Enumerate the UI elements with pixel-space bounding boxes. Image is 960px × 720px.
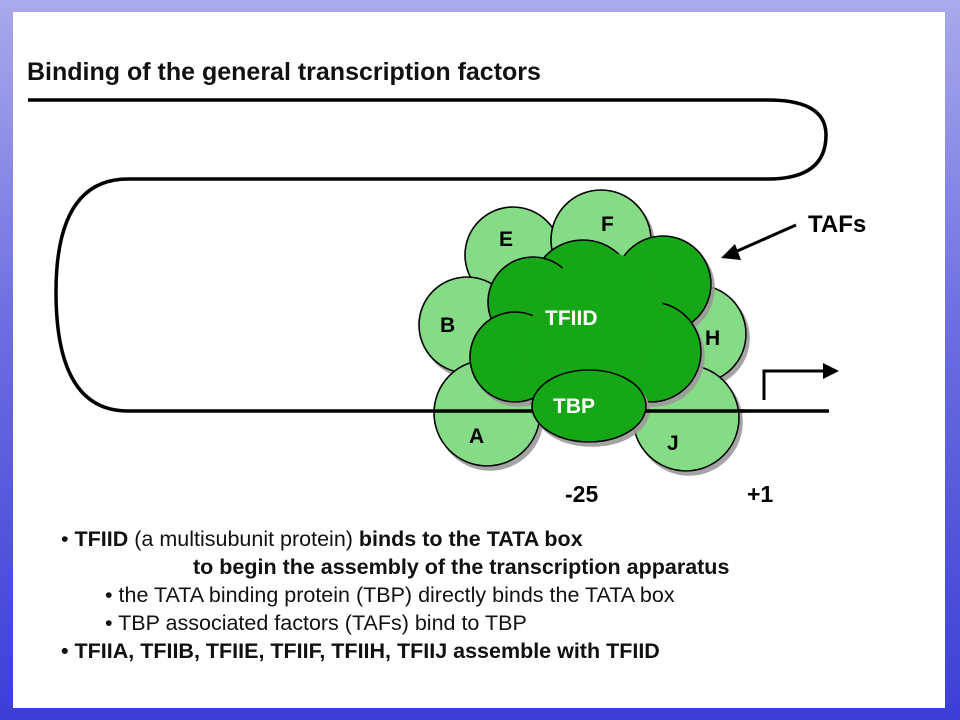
sub-bullet-tbp: • the TATA binding protein (TBP) directl…	[105, 583, 675, 607]
slide: Binding of the general transcription fac…	[13, 12, 945, 708]
label-tafs: TAFs	[808, 211, 866, 238]
bullet-assembly-text: TFIIA, TFIIB, TFIIE, TFIIF, TFIIH, TFIIJ…	[74, 639, 660, 663]
label-plus1: +1	[747, 481, 773, 507]
label-j: J	[667, 432, 679, 455]
label-b: B	[440, 314, 455, 337]
transcription-factor-diagram: TAFs E F B H A J TFIID TBP -25 +1	[28, 98, 866, 507]
bullet-list: • TFIID (a multisubunit protein) binds t…	[61, 525, 941, 665]
sub-bullet-tafs-text: TBP associated factors (TAFs) bind to TB…	[118, 611, 527, 635]
label-h: H	[705, 327, 720, 350]
bullet-tfiid-continuation: to begin the assembly of the transcripti…	[193, 555, 730, 579]
slide-title: Binding of the general transcription fac…	[27, 58, 541, 86]
bullet-tfiid-binds: binds to the TATA box	[358, 527, 583, 551]
tafs-pointer-arrow	[734, 223, 797, 254]
label-tfiid: TFIID	[545, 307, 598, 330]
sub-bullet-tbp-text: the TATA binding protein (TBP) directly …	[118, 583, 675, 607]
bullet-tfiid-bold: TFIID	[74, 527, 129, 551]
sub-bullet-tafs: • TBP associated factors (TAFs) bind to …	[105, 611, 527, 635]
label-minus25: -25	[565, 481, 598, 507]
bullet-tfiid-note: (a multisubunit protein)	[134, 527, 353, 551]
tfiid-cluster	[469, 235, 712, 414]
label-tbp: TBP	[553, 395, 595, 418]
bullet-assembly: • TFIIA, TFIIB, TFIIE, TFIIF, TFIIH, TFI…	[61, 639, 660, 663]
tbp-protein	[531, 369, 647, 443]
label-a: A	[469, 425, 484, 448]
transcription-start-arrow	[762, 369, 827, 400]
bullet-tfiid: • TFIID (a multisubunit protein) binds t…	[61, 527, 583, 551]
label-e: E	[499, 228, 513, 251]
tafs-pointer-arrowhead	[721, 244, 741, 260]
dna-strand	[28, 98, 829, 413]
transcription-start-arrowhead	[823, 363, 839, 379]
label-f: F	[601, 213, 614, 236]
